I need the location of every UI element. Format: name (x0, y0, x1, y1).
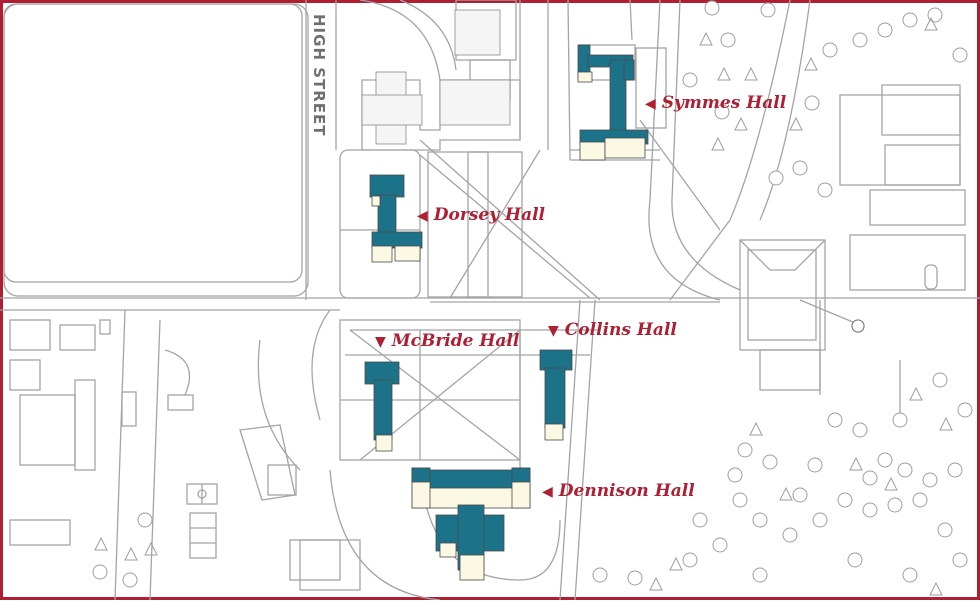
arrow-left-icon: ◀ (417, 208, 428, 224)
collins-hall-building (539, 349, 573, 441)
mcbride-hall-building (364, 361, 400, 452)
hall-name: Collins Hall (564, 320, 677, 340)
dennison-hall-building (411, 467, 531, 581)
hall-name: Dorsey Hall (433, 205, 545, 225)
symmes-hall-building (577, 44, 649, 161)
dorsey-hall-label[interactable]: ◀ Dorsey Hall (417, 205, 545, 226)
arrow-left-icon: ◀ (542, 484, 553, 500)
hall-name: McBride Hall (391, 331, 520, 351)
arrow-left-icon: ◀ (645, 96, 656, 112)
tree-icon (92, 0, 973, 588)
arrow-down-icon: ▼ (375, 334, 386, 350)
dorsey-hall-building (369, 174, 423, 263)
dennison-hall-label[interactable]: ◀ Dennison Hall (542, 481, 695, 502)
collins-hall-label[interactable]: ▼ Collins Hall (548, 320, 677, 341)
high-street-label: HIGH STREET (310, 14, 328, 137)
mcbride-hall-label[interactable]: ▼ McBride Hall (375, 331, 519, 352)
arrow-down-icon: ▼ (548, 323, 559, 339)
hall-name: Symmes Hall (661, 93, 787, 113)
symmes-hall-label[interactable]: ◀ Symmes Hall (645, 93, 786, 114)
hall-name: Dennison Hall (558, 481, 695, 501)
gazebo-icon (851, 319, 865, 333)
